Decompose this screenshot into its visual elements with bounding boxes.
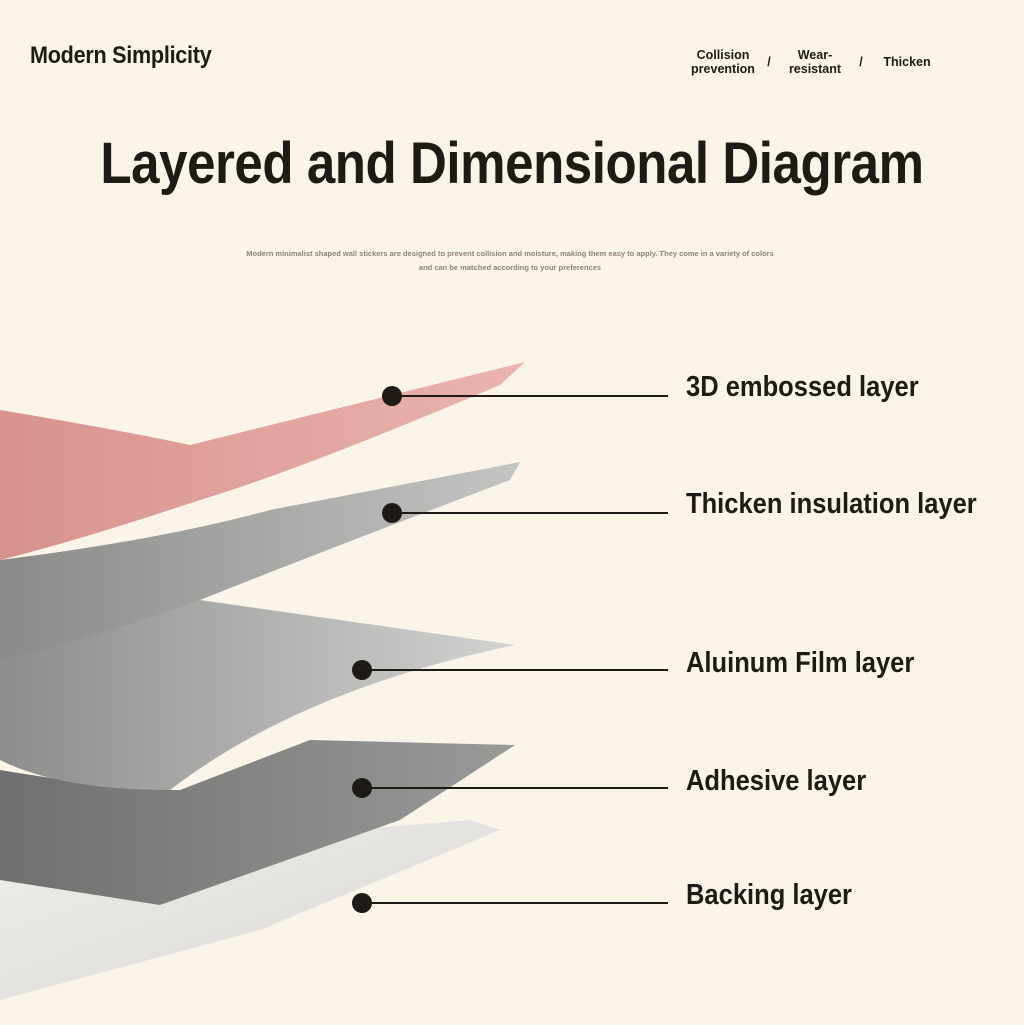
label-film-layer: Aluinum Film layer — [686, 647, 915, 679]
label-adhesive-layer: Adhesive layer — [686, 765, 867, 797]
marker-dot — [352, 893, 372, 913]
marker-dot — [382, 386, 402, 406]
tag-wear: Wear-resistant — [788, 48, 842, 76]
brand-title: Modern Simplicity — [30, 42, 212, 69]
separator: / — [767, 55, 771, 69]
marker-dot — [352, 660, 372, 680]
adhesive-layer-shape — [0, 740, 515, 905]
separator: / — [859, 55, 863, 69]
feature-tags: Collision prevention / Wear-resistant / … — [685, 48, 945, 76]
film-layer-shape — [0, 600, 515, 790]
marker-dot — [382, 503, 402, 523]
page-title: Layered and Dimensional Diagram — [100, 131, 924, 196]
label-embossed-layer: 3D embossed layer — [686, 371, 919, 403]
tag-thicken: Thicken — [883, 55, 931, 69]
subtitle: Modern minimalist shaped wall stickers a… — [246, 249, 774, 272]
embossed-layer-shape — [0, 362, 525, 560]
tag-collision: Collision prevention — [691, 48, 755, 76]
label-insulation-layer: Thicken insulation layer — [686, 488, 977, 520]
label-backing-layer: Backing layer — [686, 879, 852, 911]
marker-dot — [352, 778, 372, 798]
